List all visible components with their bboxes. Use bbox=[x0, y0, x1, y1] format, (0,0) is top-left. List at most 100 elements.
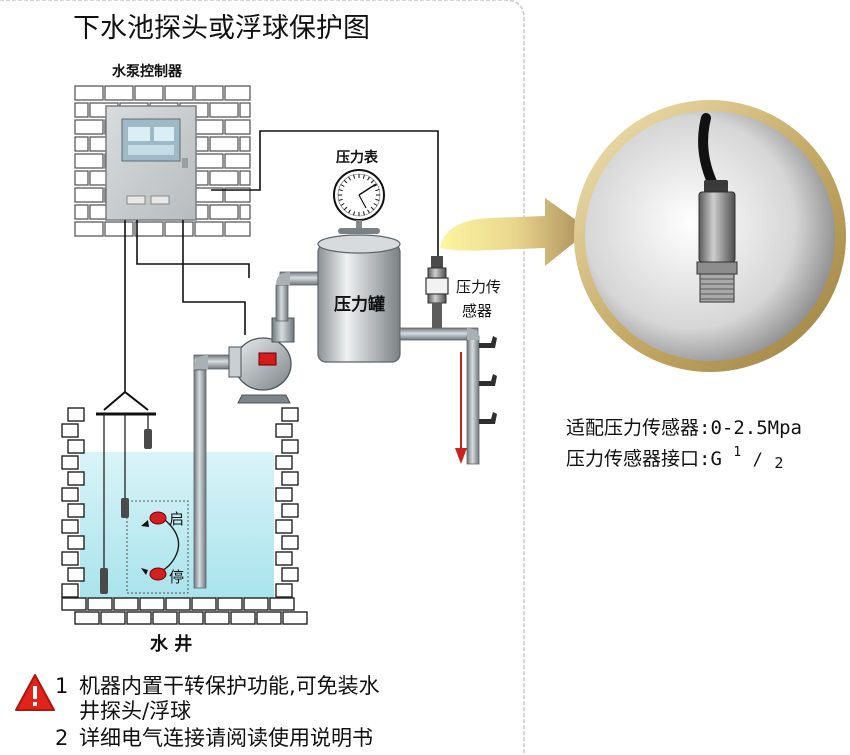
faucets bbox=[479, 336, 497, 424]
brick bbox=[67, 567, 85, 582]
note-1-line2: 井探头/浮球 bbox=[79, 699, 191, 723]
gauge-tick bbox=[373, 203, 378, 206]
pressure-sensor-label-line2: 感器 bbox=[462, 302, 492, 320]
pressure-gauge: 压力表 bbox=[333, 149, 385, 234]
brick bbox=[74, 136, 89, 152]
brick bbox=[67, 439, 85, 454]
spec-sensor-range: 适配压力传感器:0-2.5Mpa bbox=[566, 417, 802, 439]
note-2-number: 2 bbox=[55, 726, 68, 750]
gauge-tick bbox=[338, 189, 343, 192]
brick bbox=[275, 423, 293, 438]
brick bbox=[224, 85, 251, 101]
brick bbox=[224, 221, 251, 237]
gauge-tick bbox=[348, 209, 351, 214]
brick bbox=[67, 471, 85, 486]
gauge-tick bbox=[340, 203, 345, 206]
brick bbox=[87, 597, 113, 611]
brick bbox=[239, 136, 251, 152]
float-start-label: 启 bbox=[169, 510, 184, 528]
brick bbox=[204, 611, 230, 625]
brick bbox=[194, 85, 224, 101]
brick bbox=[275, 455, 293, 470]
brick bbox=[191, 597, 217, 611]
gauge-tick bbox=[367, 176, 370, 181]
brick bbox=[239, 102, 251, 118]
brick bbox=[74, 102, 89, 118]
brick bbox=[281, 503, 299, 518]
brick bbox=[217, 597, 243, 611]
brick bbox=[224, 187, 251, 203]
callout-arrow bbox=[440, 198, 590, 266]
brick bbox=[164, 221, 194, 237]
gauge-tick bbox=[362, 211, 365, 216]
brick bbox=[281, 407, 299, 422]
flow-arrow bbox=[455, 352, 467, 464]
brick bbox=[275, 487, 293, 502]
gauge-tick bbox=[373, 184, 378, 187]
spec-interface: 压力传感器接口:G 1 / 2 bbox=[566, 439, 783, 472]
well-label: 水 井 bbox=[150, 633, 192, 655]
brick bbox=[61, 583, 79, 598]
brick bbox=[194, 221, 224, 237]
brick bbox=[61, 423, 79, 438]
gauge-tick bbox=[370, 206, 375, 211]
brick bbox=[194, 119, 224, 135]
sensor-zoom-view bbox=[574, 100, 846, 372]
brick bbox=[61, 519, 79, 534]
note-1-line1: 机器内置干转保护功能,可免装水 bbox=[79, 674, 380, 698]
brick bbox=[275, 519, 293, 534]
gauge-tick bbox=[343, 179, 348, 184]
brick bbox=[61, 597, 87, 611]
gauge-tick bbox=[353, 211, 356, 216]
suction-pipe bbox=[193, 369, 207, 589]
brick bbox=[281, 567, 299, 582]
diagram-title: 下水池探头或浮球保护图 bbox=[73, 13, 370, 44]
brick bbox=[224, 153, 251, 169]
sensor-body bbox=[698, 191, 736, 263]
gauge-tick bbox=[348, 176, 351, 181]
pressure-tank-label: 压力罐 bbox=[334, 294, 385, 315]
brick bbox=[74, 85, 104, 101]
brick bbox=[74, 119, 104, 135]
brick bbox=[61, 551, 79, 566]
outlet-pipe bbox=[399, 327, 479, 341]
brick bbox=[67, 407, 85, 422]
brick bbox=[100, 611, 126, 625]
gauge-tick bbox=[367, 209, 370, 214]
well-water bbox=[80, 452, 274, 598]
float-switch-assembly: 启 停 bbox=[96, 390, 189, 594]
warning-triangle-icon bbox=[15, 674, 55, 711]
pressure-sensor: 压力传 感器 bbox=[425, 256, 501, 328]
pump-controller-label: 水泵控制器 bbox=[112, 63, 183, 80]
brick bbox=[256, 611, 282, 625]
brick bbox=[139, 597, 165, 611]
brick bbox=[281, 439, 299, 454]
gauge-tick bbox=[338, 198, 343, 201]
brick bbox=[281, 535, 299, 550]
pressure-gauge-label: 压力表 bbox=[336, 149, 379, 166]
brick bbox=[104, 221, 134, 237]
brick bbox=[152, 611, 178, 625]
control-wiring bbox=[124, 130, 439, 392]
brick bbox=[134, 221, 164, 237]
brick bbox=[209, 102, 239, 118]
pressure-tank: 压力罐 bbox=[317, 234, 401, 363]
brick bbox=[230, 611, 256, 625]
brick bbox=[74, 204, 89, 220]
brick bbox=[126, 611, 152, 625]
brick bbox=[165, 597, 191, 611]
gauge-tick bbox=[375, 198, 380, 201]
float-stop-label: 停 bbox=[169, 568, 184, 586]
frame-border bbox=[0, 0, 525, 755]
brick bbox=[275, 551, 293, 566]
brick bbox=[74, 221, 104, 237]
gauge-tick bbox=[340, 184, 345, 187]
brick bbox=[104, 85, 134, 101]
brick bbox=[74, 611, 100, 625]
gauge-tick bbox=[370, 179, 375, 184]
brick bbox=[209, 170, 239, 186]
water-pump bbox=[228, 317, 295, 404]
brick bbox=[113, 597, 139, 611]
brick bbox=[74, 153, 104, 169]
